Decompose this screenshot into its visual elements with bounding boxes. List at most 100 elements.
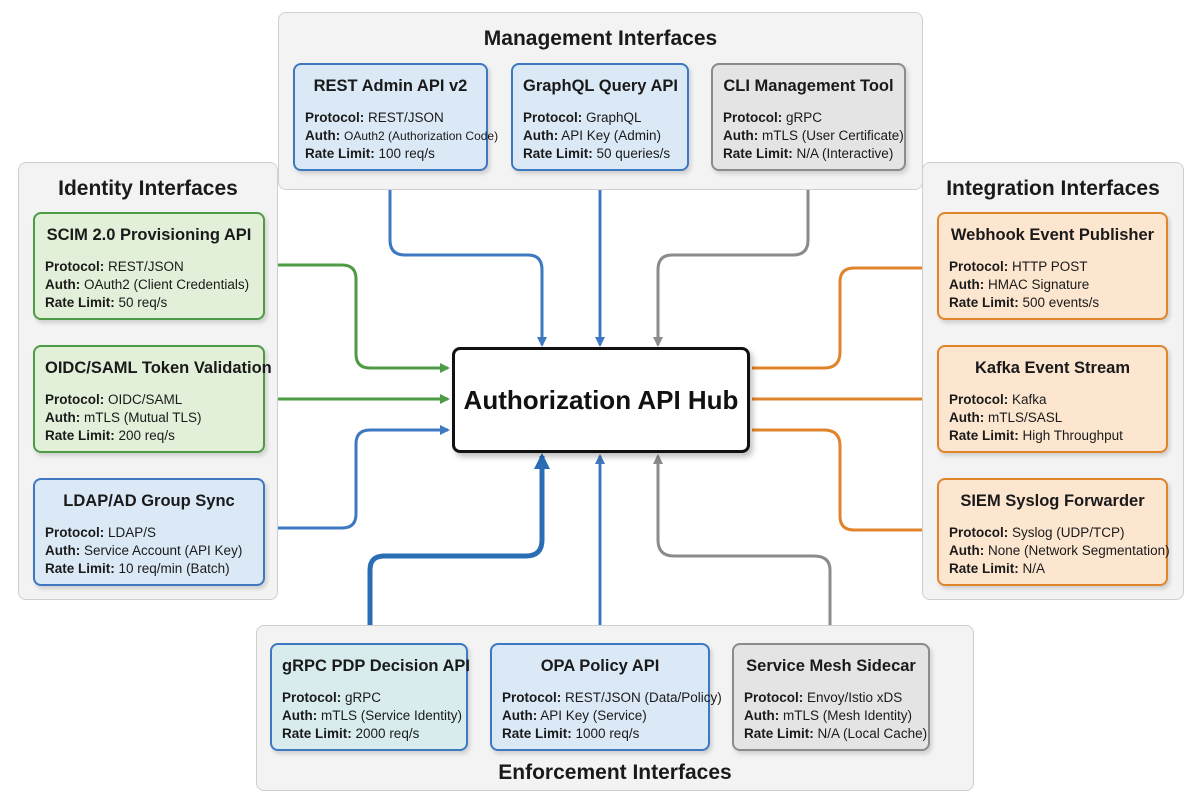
card-cli-management-tool[interactable]: CLI Management Tool Protocol: gRPC Auth:… — [711, 63, 906, 171]
enforcement-group-title: Enforcement Interfaces — [498, 761, 732, 784]
auth-label: Auth: — [282, 708, 318, 723]
rate-label: Rate Limit: — [949, 428, 1019, 443]
hub-title: Authorization API Hub — [463, 384, 739, 415]
protocol-value: Envoy/Istio xDS — [807, 690, 903, 705]
card-service-mesh-sidecar[interactable]: Service Mesh Sidecar Protocol: Envoy/Ist… — [732, 643, 930, 751]
card-title: SIEM Syslog Forwarder — [960, 492, 1145, 510]
rate-value: 50 req/s — [118, 295, 168, 310]
card-oidc-saml-token-validation[interactable]: OIDC/SAML Token Validation Protocol: OID… — [33, 345, 272, 453]
integration-group-title: Integration Interfaces — [946, 177, 1160, 200]
protocol-label: Protocol: — [282, 690, 342, 705]
card-title: LDAP/AD Group Sync — [63, 492, 235, 510]
rate-value: 50 queries/s — [596, 146, 671, 161]
auth-label: Auth: — [723, 128, 759, 143]
rate-value: High Throughput — [1022, 428, 1123, 443]
auth-label: Auth: — [949, 277, 985, 292]
card-title: GraphQL Query API — [523, 77, 678, 95]
protocol-value: REST/JSON (Data/Policy) — [565, 690, 722, 705]
rate-label: Rate Limit: — [305, 146, 375, 161]
auth-value: Service Account (API Key) — [84, 543, 243, 558]
auth-label: Auth: — [45, 277, 81, 292]
rate-value: 10 req/min (Batch) — [118, 561, 230, 576]
protocol-value: LDAP/S — [108, 525, 157, 540]
auth-label: Auth: — [949, 410, 985, 425]
card-title: REST Admin API v2 — [313, 77, 468, 95]
rate-label: Rate Limit: — [949, 561, 1019, 576]
arrow-scim — [264, 260, 450, 373]
protocol-label: Protocol: — [723, 110, 783, 125]
auth-value: API Key (Admin) — [561, 128, 662, 143]
auth-value: mTLS (User Certificate) — [762, 128, 904, 143]
rate-value: 500 events/s — [1022, 295, 1100, 310]
card-title: OPA Policy API — [540, 657, 660, 675]
auth-value: OAuth2 (Client Credentials) — [84, 277, 250, 292]
rate-label: Rate Limit: — [949, 295, 1019, 310]
auth-value: None (Network Segmentation) — [988, 543, 1170, 558]
auth-value: mTLS (Mutual TLS) — [84, 410, 202, 425]
rate-value: 1000 req/s — [575, 726, 640, 741]
arrow-rest-admin — [385, 170, 547, 347]
card-rest-admin-api[interactable]: REST Admin API v2 Protocol: REST/JSON Au… — [293, 63, 498, 171]
auth-label: Auth: — [45, 410, 81, 425]
rate-label: Rate Limit: — [45, 561, 115, 576]
rate-label: Rate Limit: — [282, 726, 352, 741]
auth-label: Auth: — [949, 543, 985, 558]
protocol-label: Protocol: — [949, 525, 1009, 540]
auth-label: Auth: — [502, 708, 538, 723]
rate-value: N/A (Local Cache) — [817, 726, 928, 741]
card-title: CLI Management Tool — [723, 77, 894, 95]
card-title: Webhook Event Publisher — [950, 226, 1155, 244]
protocol-label: Protocol: — [305, 110, 365, 125]
card-ldap-ad-group-sync[interactable]: LDAP/AD Group Sync Protocol: LDAP/S Auth… — [33, 478, 265, 586]
card-kafka-event-stream[interactable]: Kafka Event Stream Protocol: Kafka Auth:… — [937, 345, 1168, 453]
protocol-value: GraphQL — [586, 110, 642, 125]
protocol-label: Protocol: — [744, 690, 804, 705]
protocol-label: Protocol: — [502, 690, 562, 705]
protocol-value: REST/JSON — [108, 259, 184, 274]
arrow-webhook — [752, 263, 934, 370]
protocol-value: REST/JSON — [368, 110, 444, 125]
protocol-label: Protocol: — [949, 259, 1009, 274]
card-title: SCIM 2.0 Provisioning API — [46, 226, 252, 244]
protocol-value: Syslog (UDP/TCP) — [1012, 525, 1125, 540]
authorization-api-hub[interactable]: Authorization API Hub — [452, 347, 750, 453]
card-graphql-query-api[interactable]: GraphQL Query API Protocol: GraphQL Auth… — [511, 63, 689, 171]
auth-value: OAuth2 (Authorization Code) — [344, 129, 499, 143]
protocol-label: Protocol: — [949, 392, 1009, 407]
auth-value: mTLS/SASL — [988, 410, 1063, 425]
protocol-value: HTTP POST — [1012, 259, 1088, 274]
card-siem-syslog-forwarder[interactable]: SIEM Syslog Forwarder Protocol: Syslog (… — [937, 478, 1170, 586]
card-title: gRPC PDP Decision API — [282, 657, 470, 675]
arrow-ldap — [264, 425, 450, 533]
protocol-value: gRPC — [786, 110, 823, 125]
rate-value: 200 req/s — [118, 428, 175, 443]
auth-label: Auth: — [45, 543, 81, 558]
rate-label: Rate Limit: — [45, 428, 115, 443]
rate-label: Rate Limit: — [45, 295, 115, 310]
management-group-title: Management Interfaces — [483, 27, 718, 50]
rate-label: Rate Limit: — [523, 146, 593, 161]
rate-label: Rate Limit: — [723, 146, 793, 161]
card-scim-provisioning-api[interactable]: SCIM 2.0 Provisioning API Protocol: REST… — [33, 212, 265, 320]
card-opa-policy-api[interactable]: OPA Policy API Protocol: REST/JSON (Data… — [490, 643, 722, 751]
card-title: Kafka Event Stream — [975, 359, 1130, 377]
protocol-label: Protocol: — [45, 525, 105, 540]
protocol-label: Protocol: — [523, 110, 583, 125]
rate-value: 2000 req/s — [355, 726, 420, 741]
rate-value: N/A (Interactive) — [796, 146, 894, 161]
auth-label: Auth: — [305, 128, 341, 143]
protocol-value: gRPC — [345, 690, 382, 705]
protocol-label: Protocol: — [45, 259, 105, 274]
auth-label: Auth: — [523, 128, 559, 143]
card-webhook-event-publisher[interactable]: Webhook Event Publisher Protocol: HTTP P… — [937, 212, 1168, 320]
protocol-value: OIDC/SAML — [108, 392, 183, 407]
auth-value: HMAC Signature — [988, 277, 1090, 292]
auth-value: mTLS (Service Identity) — [321, 708, 463, 723]
auth-label: Auth: — [744, 708, 780, 723]
rate-value: 100 req/s — [378, 146, 435, 161]
card-grpc-pdp-decision-api[interactable]: gRPC PDP Decision API Protocol: gRPC Aut… — [270, 643, 470, 751]
identity-group-title: Identity Interfaces — [58, 177, 238, 200]
rate-value: N/A — [1022, 561, 1046, 576]
card-title: Service Mesh Sidecar — [746, 657, 916, 675]
